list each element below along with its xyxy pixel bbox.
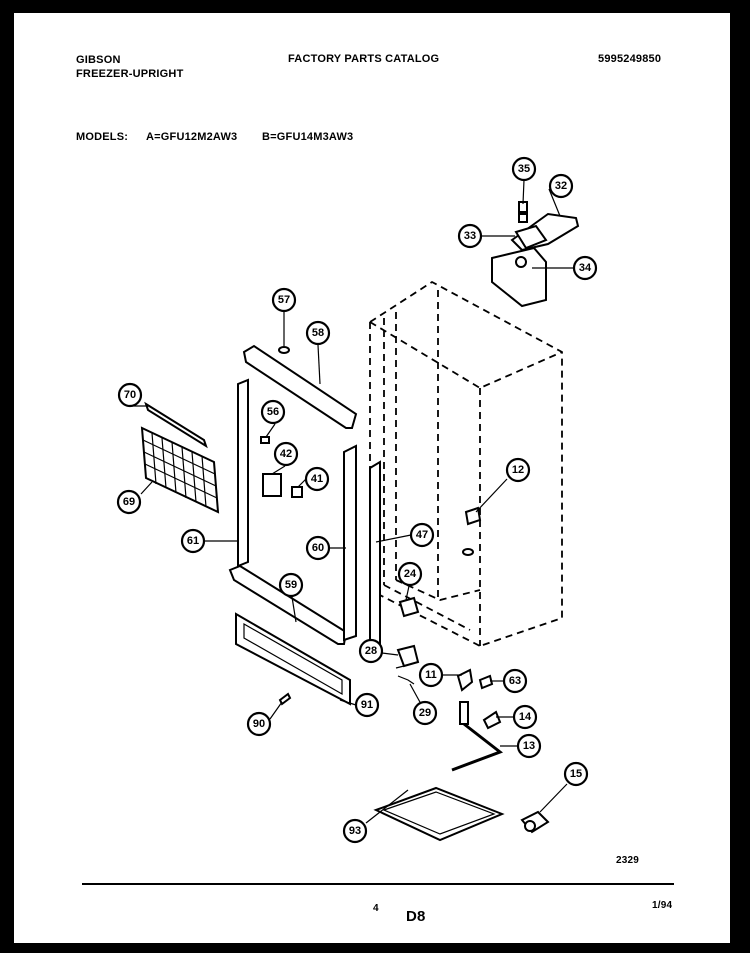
drawing-number: 2329: [616, 855, 640, 866]
callout-41: 41: [304, 466, 330, 492]
svg-text:57: 57: [278, 294, 290, 306]
svg-text:41: 41: [311, 473, 323, 485]
svg-text:14: 14: [519, 711, 532, 723]
callout-63: 63: [502, 668, 528, 694]
callout-57: 57: [271, 287, 297, 313]
svg-text:69: 69: [123, 496, 135, 508]
callout-29: 29: [412, 700, 438, 726]
fitting: [520, 810, 550, 834]
cabinet-small-parts: [395, 506, 482, 669]
door-gasket-bottom: [228, 564, 348, 645]
revision-date: 1/94: [652, 900, 673, 911]
callout-13: 13: [516, 733, 542, 759]
breaker-strip: [369, 460, 381, 654]
svg-text:56: 56: [267, 406, 279, 418]
svg-text:15: 15: [570, 768, 582, 780]
svg-text:35: 35: [518, 163, 530, 175]
svg-text:93: 93: [349, 825, 361, 837]
svg-text:29: 29: [419, 707, 431, 719]
section-code: D8: [406, 908, 426, 925]
cabinet-outline: [369, 280, 563, 647]
callout-47: 47: [409, 522, 435, 548]
callout-35: 35: [511, 156, 537, 182]
product-type: FREEZER-UPRIGHT: [76, 68, 184, 80]
model-b: B=GFU14M3AW3: [262, 131, 354, 143]
svg-text:13: 13: [523, 740, 535, 752]
callout-90: 90: [246, 711, 272, 737]
callout-70: 70: [117, 382, 143, 408]
svg-text:60: 60: [312, 542, 324, 554]
rail-bar: [144, 401, 208, 449]
models-label: MODELS:: [76, 131, 129, 143]
small-parts: [260, 346, 303, 498]
svg-text:24: 24: [404, 568, 417, 580]
catalog-number: 5995249850: [598, 53, 662, 65]
callout-24: 24: [397, 561, 423, 587]
svg-text:42: 42: [280, 448, 292, 460]
svg-text:70: 70: [124, 389, 136, 401]
callout-28: 28: [358, 638, 384, 664]
catalog-title: FACTORY PARTS CATALOG: [288, 53, 440, 65]
callout-58: 58: [305, 320, 331, 346]
callout-12: 12: [505, 457, 531, 483]
svg-text:59: 59: [285, 579, 297, 591]
callout-34: 34: [572, 255, 598, 281]
svg-text:47: 47: [416, 529, 428, 541]
drain-pan: [373, 786, 505, 842]
callout-32: 32: [548, 173, 574, 199]
door-gasket-left: [237, 378, 249, 568]
callout-33: 33: [457, 223, 483, 249]
svg-text:61: 61: [187, 535, 199, 547]
callout-60: 60: [305, 535, 331, 561]
callout-14: 14: [512, 704, 538, 730]
svg-text:28: 28: [365, 645, 377, 657]
page-number: 4: [373, 903, 379, 914]
callout-11: 11: [418, 662, 444, 688]
svg-text:11: 11: [425, 669, 437, 681]
model-a: A=GFU12M2AW3: [146, 131, 238, 143]
svg-text:58: 58: [312, 327, 324, 339]
callout-91: 91: [354, 692, 380, 718]
callout-56: 56: [260, 399, 286, 425]
drain-parts: [397, 668, 504, 772]
svg-text:33: 33: [464, 230, 476, 242]
door-gasket-top: [242, 344, 358, 429]
front-panel: [235, 612, 351, 706]
callout-61: 61: [180, 528, 206, 554]
brand-name: GIBSON: [76, 54, 121, 66]
callout-93: 93: [342, 818, 368, 844]
callout-69: 69: [116, 489, 142, 515]
svg-text:91: 91: [361, 699, 373, 711]
svg-text:32: 32: [555, 180, 567, 192]
upper-hinge-assembly: [491, 201, 580, 308]
svg-text:63: 63: [509, 675, 521, 687]
svg-text:34: 34: [579, 262, 592, 274]
svg-text:90: 90: [253, 718, 265, 730]
svg-text:12: 12: [512, 464, 524, 476]
door-gasket-right: [343, 444, 357, 642]
callout-15: 15: [563, 761, 589, 787]
wire-grille: [140, 426, 220, 514]
callout-42: 42: [273, 441, 299, 467]
callout-59: 59: [278, 572, 304, 598]
